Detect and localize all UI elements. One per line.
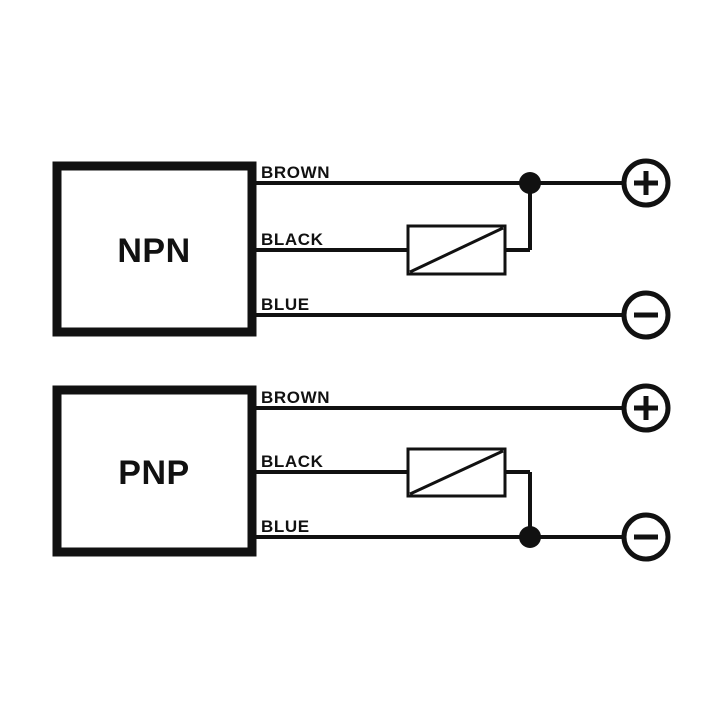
- npn-negative-terminal: [621, 290, 671, 340]
- npn-junction-dot: [519, 172, 541, 194]
- pnp-device-label: PNP: [118, 454, 189, 492]
- npn-circuit: NPN BROWN BLACK BLUE: [52, 158, 671, 340]
- npn-blue-label: BLUE: [261, 295, 310, 314]
- pnp-sensor-box: [52, 385, 257, 557]
- npn-brown-label: BROWN: [261, 163, 330, 182]
- pnp-brown-label: BROWN: [261, 388, 330, 407]
- pnp-blue-label: BLUE: [261, 517, 310, 536]
- pnp-junction-dot: [519, 526, 541, 548]
- pnp-load-element: [406, 447, 507, 498]
- pnp-positive-terminal: [621, 383, 671, 433]
- npn-load-element: [406, 224, 507, 276]
- npn-positive-terminal: [621, 158, 671, 208]
- pnp-circuit: PNP BROWN BLACK BLUE: [52, 383, 671, 562]
- pnp-black-label: BLACK: [261, 452, 324, 471]
- npn-black-label: BLACK: [261, 230, 324, 249]
- npn-device-label: NPN: [117, 232, 190, 270]
- pnp-negative-terminal: [621, 512, 671, 562]
- npn-sensor-box: [52, 161, 257, 337]
